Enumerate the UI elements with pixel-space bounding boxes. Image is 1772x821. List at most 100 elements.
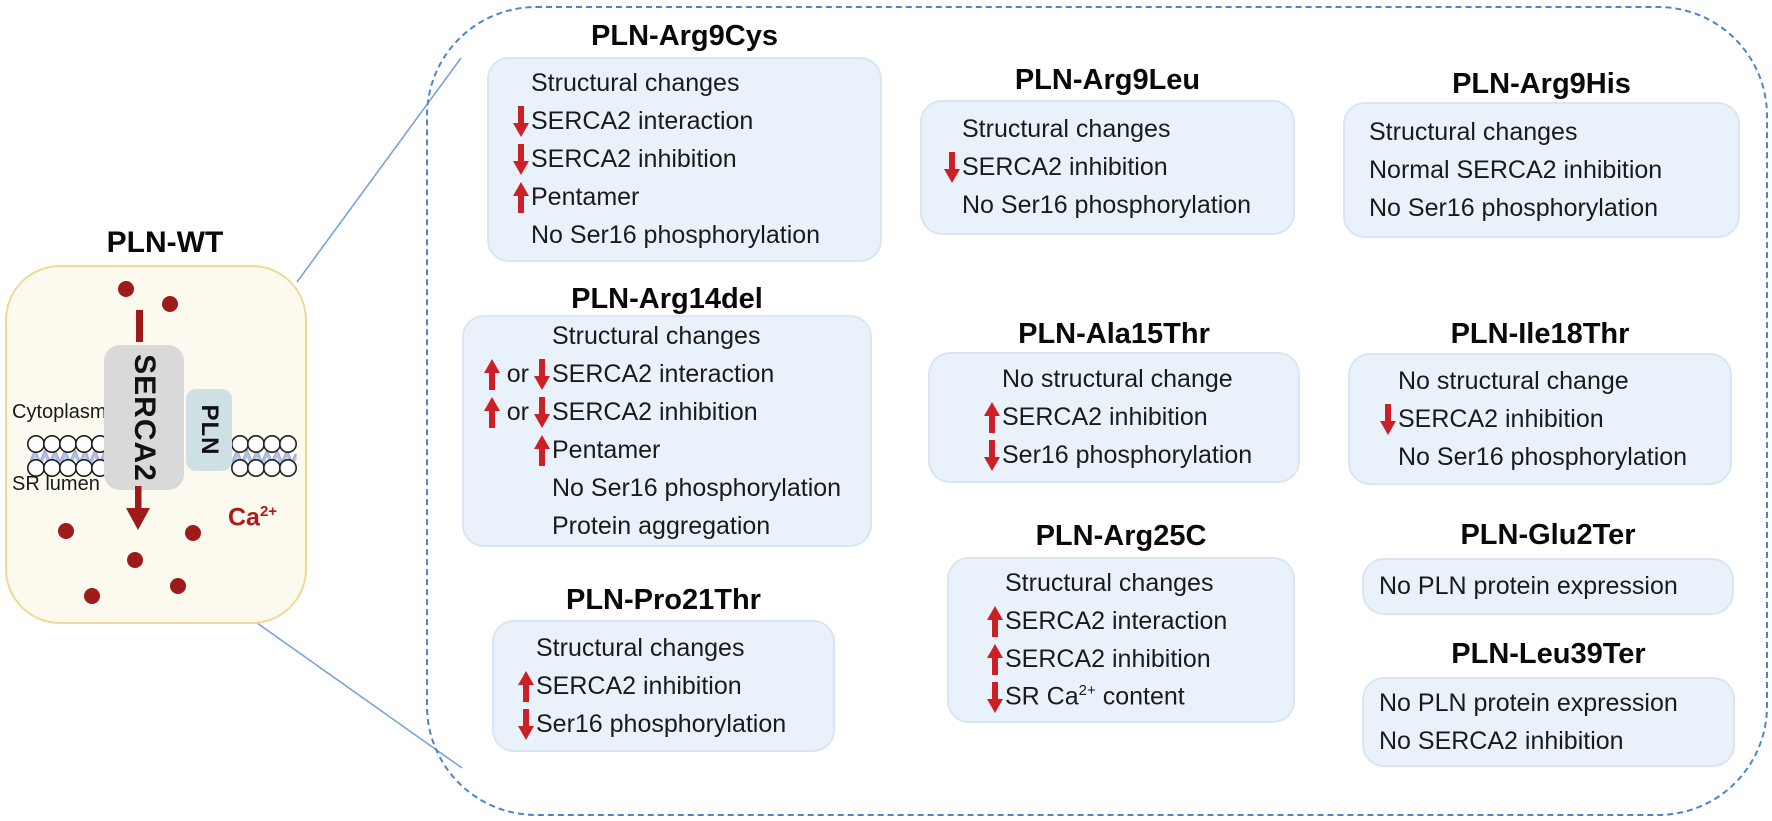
effect-text: SERCA2 interaction	[531, 107, 754, 135]
effect-text: Ser16 phosphorylation	[1002, 441, 1253, 469]
effect-line: Normal SERCA2 inhibition	[1369, 151, 1738, 189]
mutation-title-arg9his: PLN-Arg9His	[1452, 68, 1631, 100]
effect-text: No structural change	[1002, 365, 1233, 393]
serca2-box: SERCA2	[104, 345, 184, 490]
mutation-box-leu39ter: No PLN protein expression No SERCA2 inhi…	[1362, 677, 1735, 767]
effect-line: No Ser16 phosphorylation	[466, 469, 870, 507]
up-arrow-icon	[518, 670, 534, 702]
up-arrow-icon	[984, 402, 1000, 433]
calcium-ion-dot	[84, 588, 100, 604]
effect-text: SERCA2 inhibition	[536, 671, 742, 700]
mutation-box-arg25c: Structural changes SERCA2 interaction SE…	[947, 557, 1295, 723]
effect-text: No PLN protein expression	[1379, 572, 1678, 600]
effect-line: No Ser16 phosphorylation	[932, 187, 1293, 225]
effect-line: Pentamer	[501, 179, 880, 217]
effect-line: No PLN protein expression	[1379, 568, 1732, 606]
effect-line: No Ser16 phosphorylation	[1366, 438, 1730, 476]
effect-text: Pentamer	[552, 435, 661, 464]
effect-line: Structural changes	[466, 317, 870, 355]
effect-text: SR Ca2+ content	[1005, 682, 1185, 711]
mutation-title-arg9leu: PLN-Arg9Leu	[1014, 64, 1201, 96]
effect-line: SERCA2 inhibition	[973, 640, 1293, 678]
effect-text: Pentamer	[531, 183, 640, 211]
mutation-title-leu39ter: PLN-Leu39Ter	[1451, 638, 1646, 670]
ca-ion-superscript: 2+	[259, 503, 278, 520]
effect-line: Structural changes	[501, 65, 880, 103]
effect-text: No PLN protein expression	[1379, 688, 1678, 717]
effect-line: Protein aggregation	[466, 507, 870, 545]
bilayer-left-segment	[27, 435, 110, 477]
up-arrow-icon	[534, 434, 550, 466]
down-arrow-icon	[518, 708, 534, 740]
sr-lumen-label: SR lumen	[12, 473, 100, 495]
effect-line: Structural changes	[973, 564, 1293, 602]
mutation-box-glu2ter: No PLN protein expression	[1362, 558, 1734, 615]
calcium-ion-dot	[162, 296, 178, 312]
ca-ion-text: Ca	[228, 503, 260, 532]
mutation-title-ala15thr: PLN-Ala15Thr	[1018, 318, 1210, 350]
effect-text: Structural changes	[962, 115, 1171, 143]
effect-text: No Ser16 phosphorylation	[552, 473, 842, 502]
serca2-label: SERCA2	[128, 353, 161, 482]
effect-line: Structural changes	[932, 111, 1293, 149]
up-arrow-icon	[483, 358, 500, 390]
effect-line: Ser16 phosphorylation	[970, 437, 1298, 475]
effect-text: No Ser16 phosphorylation	[531, 221, 821, 249]
mutation-box-arg9leu: Structural changes SERCA2 inhibition No …	[920, 100, 1295, 235]
down-arrow-icon	[944, 152, 960, 183]
effect-text: Structural changes	[1005, 568, 1214, 597]
down-arrow-icon	[513, 144, 529, 175]
effect-text: No Ser16 phosphorylation	[962, 191, 1252, 219]
up-arrow-icon	[987, 605, 1003, 637]
mutation-box-ile18thr: No structural change SERCA2 inhibition N…	[1348, 353, 1732, 485]
mutation-title-arg25c: PLN-Arg25C	[1035, 520, 1207, 552]
effect-line: No structural change	[1366, 362, 1730, 400]
effect-line: No PLN protein expression	[1379, 684, 1733, 722]
effect-text: Ser16 phosphorylation	[536, 709, 787, 738]
effect-text: SERCA2 inhibition	[1005, 644, 1211, 673]
effect-text: SERCA2 interaction	[552, 359, 775, 388]
effect-line: SERCA2 inhibition	[501, 141, 880, 179]
wt-diagram-title: PLN-WT	[106, 226, 224, 259]
effect-text: SERCA2 inhibition	[531, 145, 737, 173]
down-arrow-icon	[987, 681, 1003, 713]
effect-text-superscript: 2+	[1078, 682, 1096, 700]
effect-line: Ser16 phosphorylation	[506, 705, 833, 743]
effect-text: No structural change	[1398, 366, 1629, 395]
calcium-flux-arrow-icon	[126, 486, 150, 530]
or-label: or	[506, 397, 529, 426]
up-arrow-icon	[483, 396, 500, 428]
calcium-entry-dash	[136, 310, 143, 342]
mutation-zoom-panel	[426, 6, 1768, 816]
down-arrow-icon	[534, 396, 550, 428]
mutation-title-glu2ter: PLN-Glu2Ter	[1460, 519, 1636, 551]
mutation-title-arg14del: PLN-Arg14del	[571, 283, 763, 315]
down-arrow-icon	[513, 106, 529, 137]
effect-text: Structural changes	[1369, 117, 1578, 146]
effect-text: Structural changes	[552, 321, 761, 350]
effect-line: Structural changes	[506, 629, 833, 667]
up-arrow-icon	[513, 182, 529, 213]
effect-text: SERCA2 inhibition	[1398, 404, 1604, 433]
calcium-ion-dot	[58, 523, 74, 539]
effect-line: SERCA2 interaction	[501, 103, 880, 141]
cytoplasm-label: Cytoplasm	[12, 401, 107, 423]
calcium-ion-dot	[170, 578, 186, 594]
effect-text-post: content	[1095, 682, 1185, 711]
effect-line: No Ser16 phosphorylation	[1369, 189, 1738, 227]
effect-text: No SERCA2 inhibition	[1379, 726, 1624, 755]
effect-text: Structural changes	[531, 69, 740, 97]
effect-line: SERCA2 inhibition	[1366, 400, 1730, 438]
down-arrow-icon	[984, 440, 1000, 471]
effect-text: Structural changes	[536, 633, 745, 662]
effect-line: Pentamer	[466, 431, 870, 469]
mutation-title-ile18thr: PLN-Ile18Thr	[1450, 318, 1630, 350]
effect-line: No Ser16 phosphorylation	[501, 217, 880, 255]
bilayer-right-segment	[230, 435, 298, 477]
callout-line-bottom	[249, 617, 463, 769]
effect-text: SERCA2 interaction	[1005, 606, 1228, 635]
